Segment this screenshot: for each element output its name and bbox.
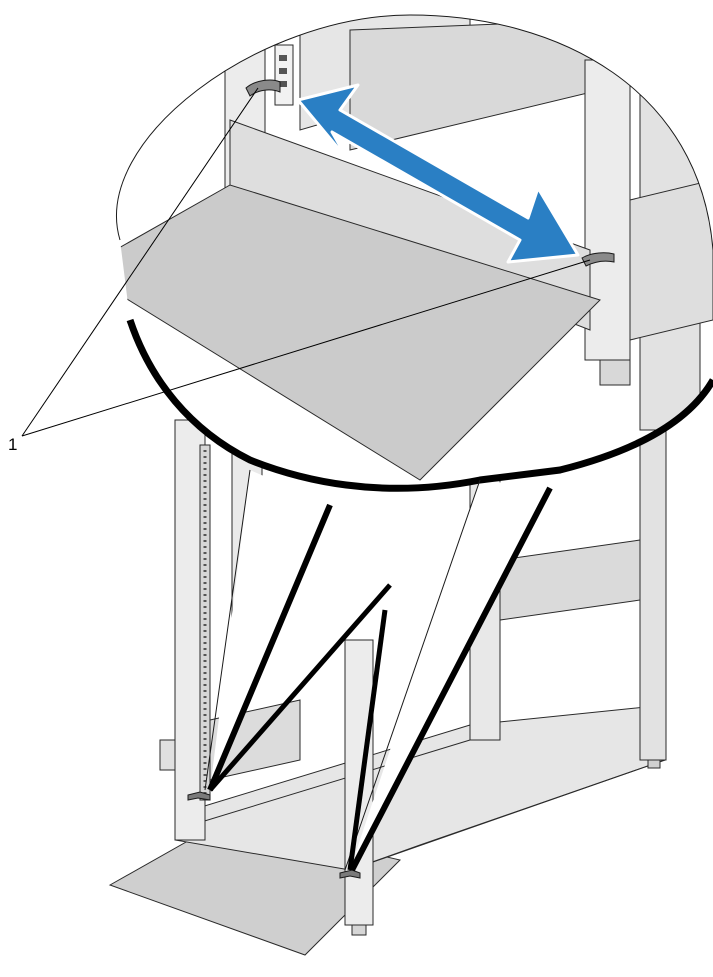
zoom-shelf-top bbox=[116, 184, 601, 481]
rail-marker-icon bbox=[245, 79, 281, 97]
rail-marker-icon bbox=[187, 791, 211, 801]
rack-back-right-upright bbox=[639, 429, 667, 761]
zoom-bubble-outline-bottom bbox=[126, 318, 713, 492]
rack-front-left-rail bbox=[199, 444, 211, 801]
zoom-bubble bbox=[116, 14, 713, 872]
zoom-bubble-outline-top bbox=[116, 14, 713, 251]
callout-1: 1 bbox=[8, 87, 591, 454]
rack-front-right-upright bbox=[344, 639, 374, 926]
zoom-rack-upright-right bbox=[584, 59, 631, 361]
callout-leader-line bbox=[21, 259, 591, 437]
double-headed-arrow-icon bbox=[296, 83, 580, 264]
rail-marker-icon bbox=[581, 252, 615, 267]
callout-number: 1 bbox=[8, 435, 17, 454]
zoom-cone-left bbox=[210, 470, 330, 790]
rack-lower-view bbox=[108, 419, 667, 956]
zoom-rail-with-holes bbox=[274, 44, 294, 106]
callout-leader-line bbox=[21, 87, 259, 437]
